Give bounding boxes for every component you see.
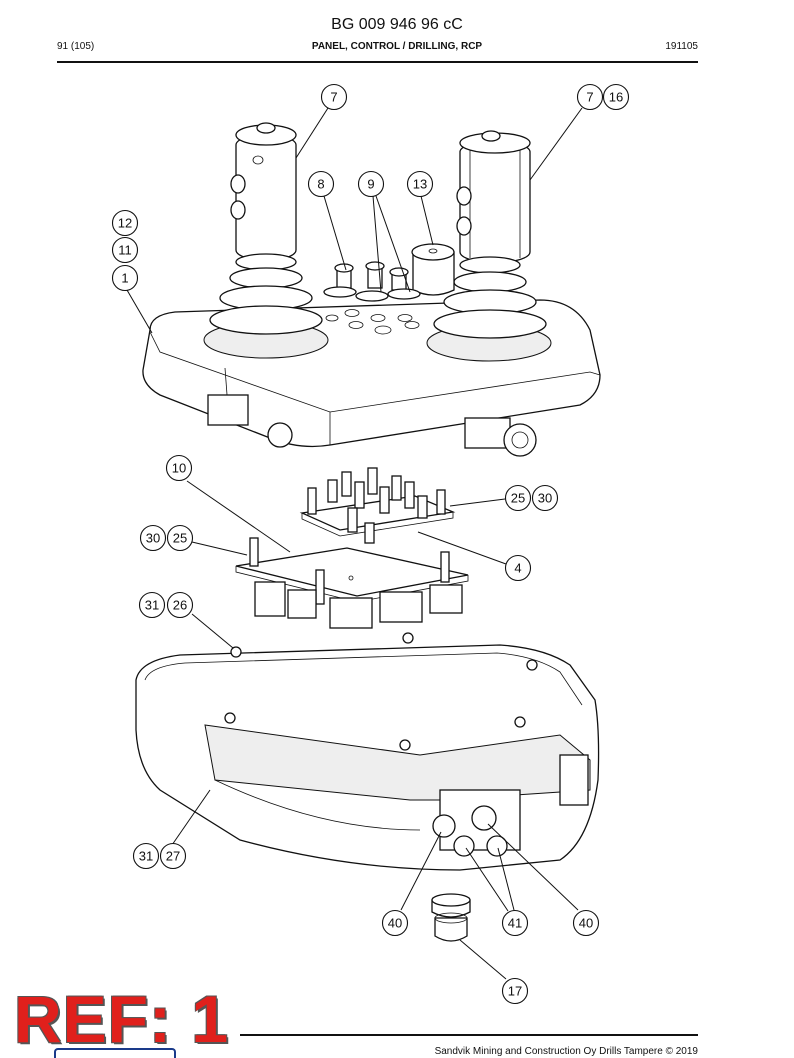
callout-7: 7	[576, 83, 604, 111]
svg-text:31: 31	[139, 849, 153, 864]
svg-text:8: 8	[317, 177, 324, 192]
callout-26: 26	[166, 591, 194, 619]
callout-1: 1	[111, 264, 139, 292]
callout-16: 16	[602, 83, 630, 111]
callout-13: 13	[406, 170, 434, 198]
callout-12: 12	[111, 209, 139, 237]
svg-text:31: 31	[145, 598, 159, 613]
page-title: PANEL, CONTROL / DRILLING, RCP	[311, 41, 483, 52]
document-number: BG 009 946 96 cC	[331, 16, 463, 33]
bottom-housing	[135, 632, 600, 871]
svg-text:1: 1	[121, 271, 128, 286]
svg-text:4: 4	[514, 561, 521, 576]
joystick-right	[433, 130, 547, 339]
svg-text:10: 10	[172, 461, 186, 476]
callout-8: 8	[307, 170, 335, 198]
footer-rule	[240, 1034, 698, 1036]
upper-circuit-board	[299, 467, 456, 544]
callout-7: 7	[320, 83, 348, 111]
cable-gland	[431, 893, 471, 942]
svg-text:30: 30	[538, 491, 552, 506]
joystick-left	[209, 122, 323, 335]
svg-text:30: 30	[146, 531, 160, 546]
svg-text:40: 40	[579, 916, 593, 931]
switch-knobs	[323, 243, 455, 302]
callout-25: 25	[166, 524, 194, 552]
callout-25: 25	[504, 484, 532, 512]
lower-circuit-board	[235, 537, 469, 629]
page-number: 91 (105)	[57, 41, 95, 52]
svg-text:7: 7	[586, 90, 593, 105]
svg-text:25: 25	[173, 531, 187, 546]
svg-text:27: 27	[166, 849, 180, 864]
callout-31: 31	[132, 842, 160, 870]
svg-text:12: 12	[118, 216, 132, 231]
callout-27: 27	[159, 842, 187, 870]
callout-10: 10	[165, 454, 193, 482]
callout-40: 40	[381, 909, 409, 937]
callout-41: 41	[501, 909, 529, 937]
svg-text:9: 9	[367, 177, 374, 192]
svg-text:11: 11	[118, 243, 132, 258]
svg-text:26: 26	[173, 598, 187, 613]
callout-30: 30	[139, 524, 167, 552]
brand-logo	[54, 1048, 176, 1058]
leader-lines	[126, 107, 583, 980]
svg-text:41: 41	[508, 916, 522, 931]
svg-text:17: 17	[508, 984, 522, 999]
document-date: 191105	[665, 41, 698, 52]
svg-text:16: 16	[609, 90, 623, 105]
footer-copyright: Sandvik Mining and Construction Oy Drill…	[434, 1046, 698, 1057]
callout-30: 30	[531, 484, 559, 512]
svg-text:7: 7	[330, 90, 337, 105]
callout-11: 11	[111, 236, 139, 264]
callout-4: 4	[504, 554, 532, 582]
svg-text:40: 40	[388, 916, 402, 931]
ref-stamp: REF: 1	[14, 982, 230, 1056]
callout-9: 9	[357, 170, 385, 198]
callout-40: 40	[572, 909, 600, 937]
header-rule	[57, 61, 698, 63]
svg-text:13: 13	[413, 177, 427, 192]
svg-text:25: 25	[511, 491, 525, 506]
callout-31: 31	[138, 591, 166, 619]
callout-17: 17	[501, 977, 529, 1005]
